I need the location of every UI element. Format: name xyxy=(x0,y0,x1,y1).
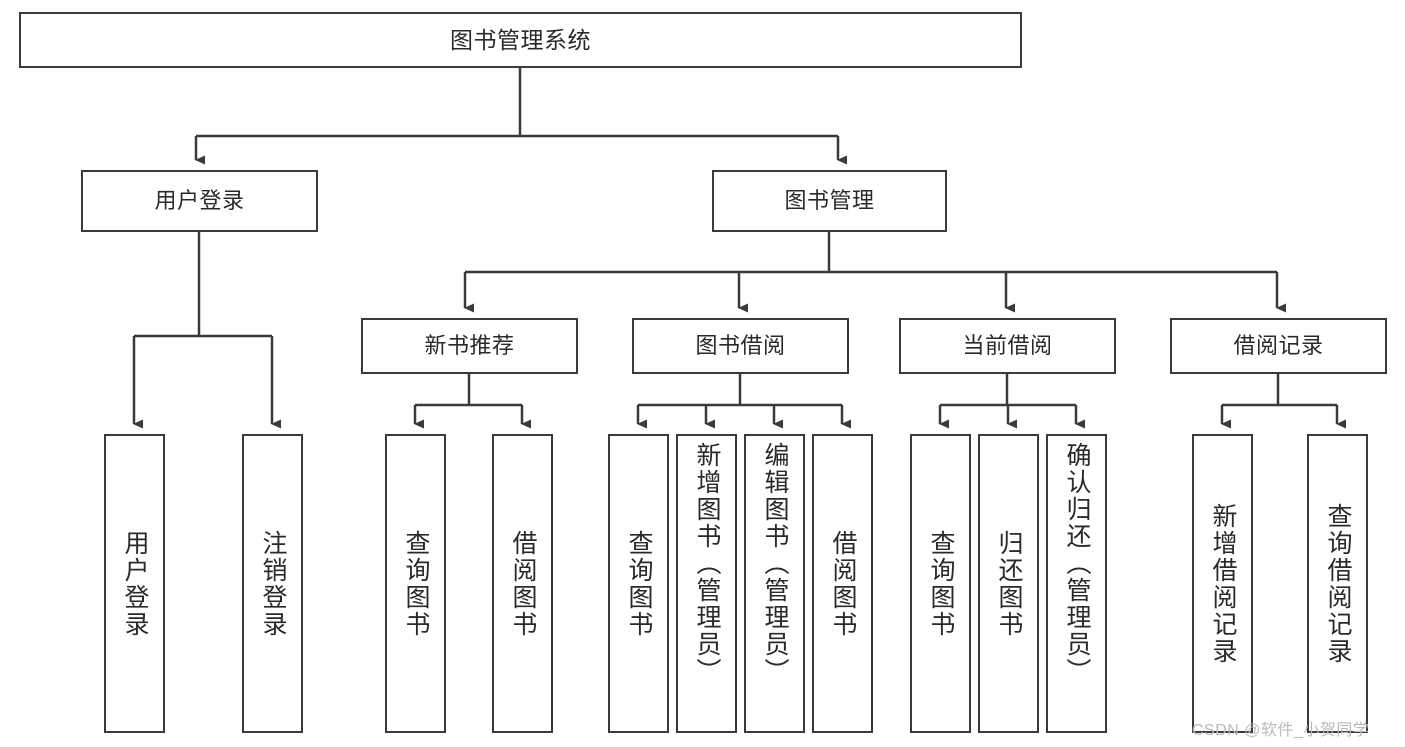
node-label: 新书推荐 xyxy=(424,333,515,358)
node-label: 借阅图书 xyxy=(509,529,537,638)
node-user-login[interactable]: 用户登录 xyxy=(81,170,318,232)
node-label: 编辑图书（管理员） xyxy=(761,442,789,685)
watermark-text: CSDN @软件_小贺同学 xyxy=(1192,722,1370,739)
leaf-confirm-return-admin[interactable]: 确认归还（管理员） xyxy=(1046,434,1107,733)
node-label: 当前借阅 xyxy=(962,333,1053,358)
leaf-borrow-book-newbook[interactable]: 借阅图书 xyxy=(492,434,553,733)
node-label: 查询图书 xyxy=(927,529,955,638)
node-label: 查询借阅记录 xyxy=(1324,502,1352,665)
leaf-borrow-book-borrow[interactable]: 借阅图书 xyxy=(812,434,873,733)
node-label: 确认归还（管理员） xyxy=(1063,442,1091,685)
leaf-query-book-current[interactable]: 查询图书 xyxy=(910,434,971,733)
leaf-add-book-admin[interactable]: 新增图书（管理员） xyxy=(676,434,737,733)
node-label: 图书管理系统 xyxy=(450,26,591,53)
node-new-book-recommend[interactable]: 新书推荐 xyxy=(361,318,578,374)
leaf-add-borrow-record[interactable]: 新增借阅记录 xyxy=(1192,434,1253,733)
leaf-query-book-newbook[interactable]: 查询图书 xyxy=(385,434,446,733)
node-label: 查询图书 xyxy=(402,529,430,638)
node-label: 新增借阅记录 xyxy=(1209,502,1237,665)
node-label: 新增图书（管理员） xyxy=(693,442,721,685)
node-label: 查询图书 xyxy=(625,529,653,638)
node-book-borrow[interactable]: 图书借阅 xyxy=(632,318,849,374)
node-book-management[interactable]: 图书管理 xyxy=(712,170,947,232)
node-label: 归还图书 xyxy=(995,529,1023,638)
node-label: 图书借阅 xyxy=(695,333,786,358)
leaf-user-login[interactable]: 用户登录 xyxy=(104,434,165,733)
node-current-borrow[interactable]: 当前借阅 xyxy=(899,318,1116,374)
node-label: 图书管理 xyxy=(784,188,875,213)
leaf-query-borrow-record[interactable]: 查询借阅记录 xyxy=(1307,434,1368,733)
leaf-user-logout[interactable]: 注销登录 xyxy=(242,434,303,733)
node-label: 用户登录 xyxy=(154,188,245,213)
node-root-book-management-system[interactable]: 图书管理系统 xyxy=(19,12,1022,68)
node-label: 注销登录 xyxy=(259,529,287,638)
node-label: 用户登录 xyxy=(121,529,149,638)
leaf-query-book-borrow[interactable]: 查询图书 xyxy=(608,434,669,733)
leaf-edit-book-admin[interactable]: 编辑图书（管理员） xyxy=(744,434,805,733)
node-borrow-record[interactable]: 借阅记录 xyxy=(1170,318,1387,374)
node-label: 借阅记录 xyxy=(1233,333,1324,358)
leaf-return-book[interactable]: 归还图书 xyxy=(978,434,1039,733)
node-label: 借阅图书 xyxy=(829,529,857,638)
